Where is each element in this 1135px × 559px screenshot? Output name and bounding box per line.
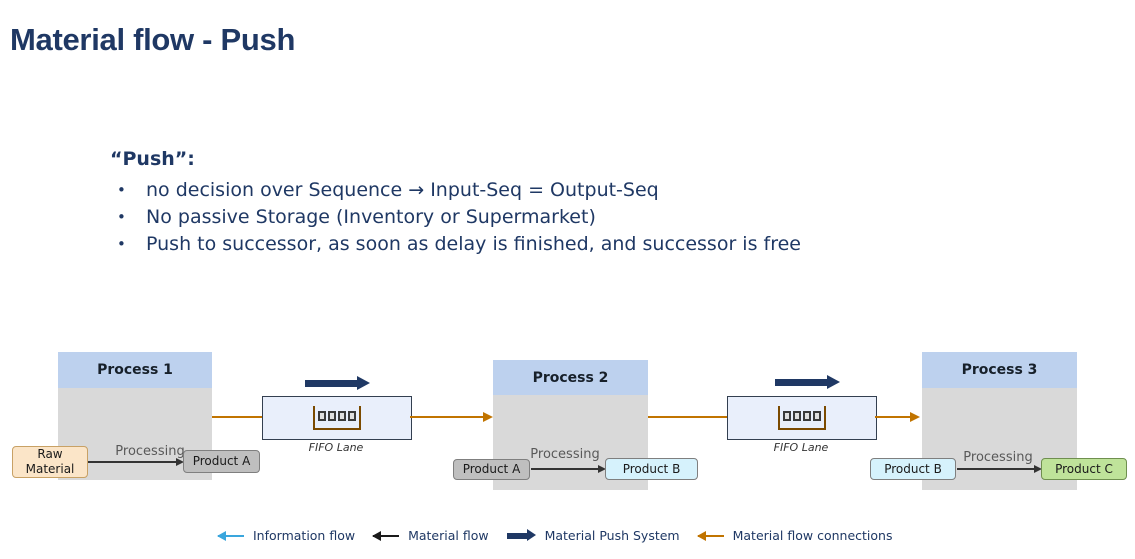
bullet-heading: “Push”: (110, 148, 195, 170)
process-1-title: Process 1 (97, 362, 173, 378)
legend-label: Material flow (408, 528, 489, 543)
process-3-title: Process 3 (961, 362, 1038, 378)
raw-material-box: Raw Material (12, 446, 88, 478)
material-flow-connections-arrow-icon (696, 530, 724, 541)
bullet-item: • Push to successor, as soon as delay is… (110, 231, 990, 258)
fifo-queue-icon (778, 406, 826, 430)
fifo-slot-icon (338, 410, 346, 421)
legend-item-information-flow: Information flow (217, 528, 356, 543)
fifo-slot-icon (813, 410, 821, 421)
processing-label-2: Processing (530, 447, 600, 462)
material-flow-arrowhead-icon (1034, 465, 1042, 473)
fifo-lane-1 (262, 396, 412, 440)
material-push-arrow-1 (305, 376, 370, 390)
bullet-text: Push to successor, as soon as delay is f… (146, 233, 801, 255)
material-flow-arrow (531, 468, 598, 470)
product-a-box: Product A (183, 450, 260, 473)
material-flow-arrow-icon (372, 530, 400, 541)
product-a-box: Product A (453, 459, 530, 480)
connection-line (410, 416, 483, 418)
legend-item-material-flow: Material flow (372, 528, 489, 543)
bullet-marker: • (117, 181, 126, 199)
material-flow-arrow (88, 461, 176, 463)
bullet-marker: • (117, 235, 126, 253)
material-push-arrow-icon (506, 529, 536, 541)
connection-line (212, 416, 262, 418)
bullet-item: • no decision over Sequence → Input-Seq … (110, 177, 990, 204)
page-title: Material flow - Push (10, 22, 296, 57)
legend: Information flow Material flow Material … (217, 528, 893, 543)
process-2-title: Process 2 (532, 369, 609, 386)
material-flow-arrowhead-icon (598, 465, 606, 473)
fifo-lane-2-label: FIFO Lane (773, 441, 829, 454)
connection-arrowhead-icon (910, 412, 920, 422)
product-b-box: Product B (870, 458, 956, 480)
bullet-marker: • (117, 208, 126, 226)
product-b-box: Product B (605, 458, 698, 480)
process-2-header: Process 2 (493, 360, 648, 395)
material-flow-arrow (957, 468, 1034, 470)
fifo-slot-icon (783, 410, 791, 421)
connection-line (875, 416, 910, 418)
bullet-block: “Push”: • no decision over Sequence → In… (110, 148, 990, 258)
process-3-header: Process 3 (922, 352, 1077, 388)
fifo-slot-icon (318, 410, 326, 421)
product-c-box: Product C (1041, 458, 1127, 480)
bullet-item: • No passive Storage (Inventory or Super… (110, 204, 990, 231)
fifo-slot-icon (328, 410, 336, 421)
information-flow-arrow-icon (217, 530, 244, 541)
material-push-arrow-2 (775, 375, 840, 389)
processing-label-3: Processing (963, 450, 1033, 465)
fifo-slot-icon (348, 410, 356, 421)
bullet-text: no decision over Sequence → Input-Seq = … (146, 179, 659, 201)
fifo-slot-icon (793, 410, 801, 421)
fifo-queue-icon (313, 406, 361, 430)
fifo-lane-2 (727, 396, 877, 440)
fifo-slot-icon (803, 410, 811, 421)
bullet-text: No passive Storage (Inventory or Superma… (146, 206, 596, 228)
fifo-lane-1-label: FIFO Lane (308, 441, 364, 454)
connection-arrowhead-icon (483, 412, 493, 422)
material-flow-arrowhead-icon (176, 458, 184, 466)
legend-label: Information flow (253, 528, 356, 543)
legend-item-material-flow-connections: Material flow connections (696, 528, 893, 543)
connection-line (648, 416, 727, 418)
legend-label: Material Push System (544, 528, 680, 543)
legend-item-material-push-system: Material Push System (506, 528, 680, 543)
legend-label: Material flow connections (732, 528, 893, 543)
processing-label-1: Processing (115, 444, 185, 459)
process-1-header: Process 1 (58, 352, 212, 388)
